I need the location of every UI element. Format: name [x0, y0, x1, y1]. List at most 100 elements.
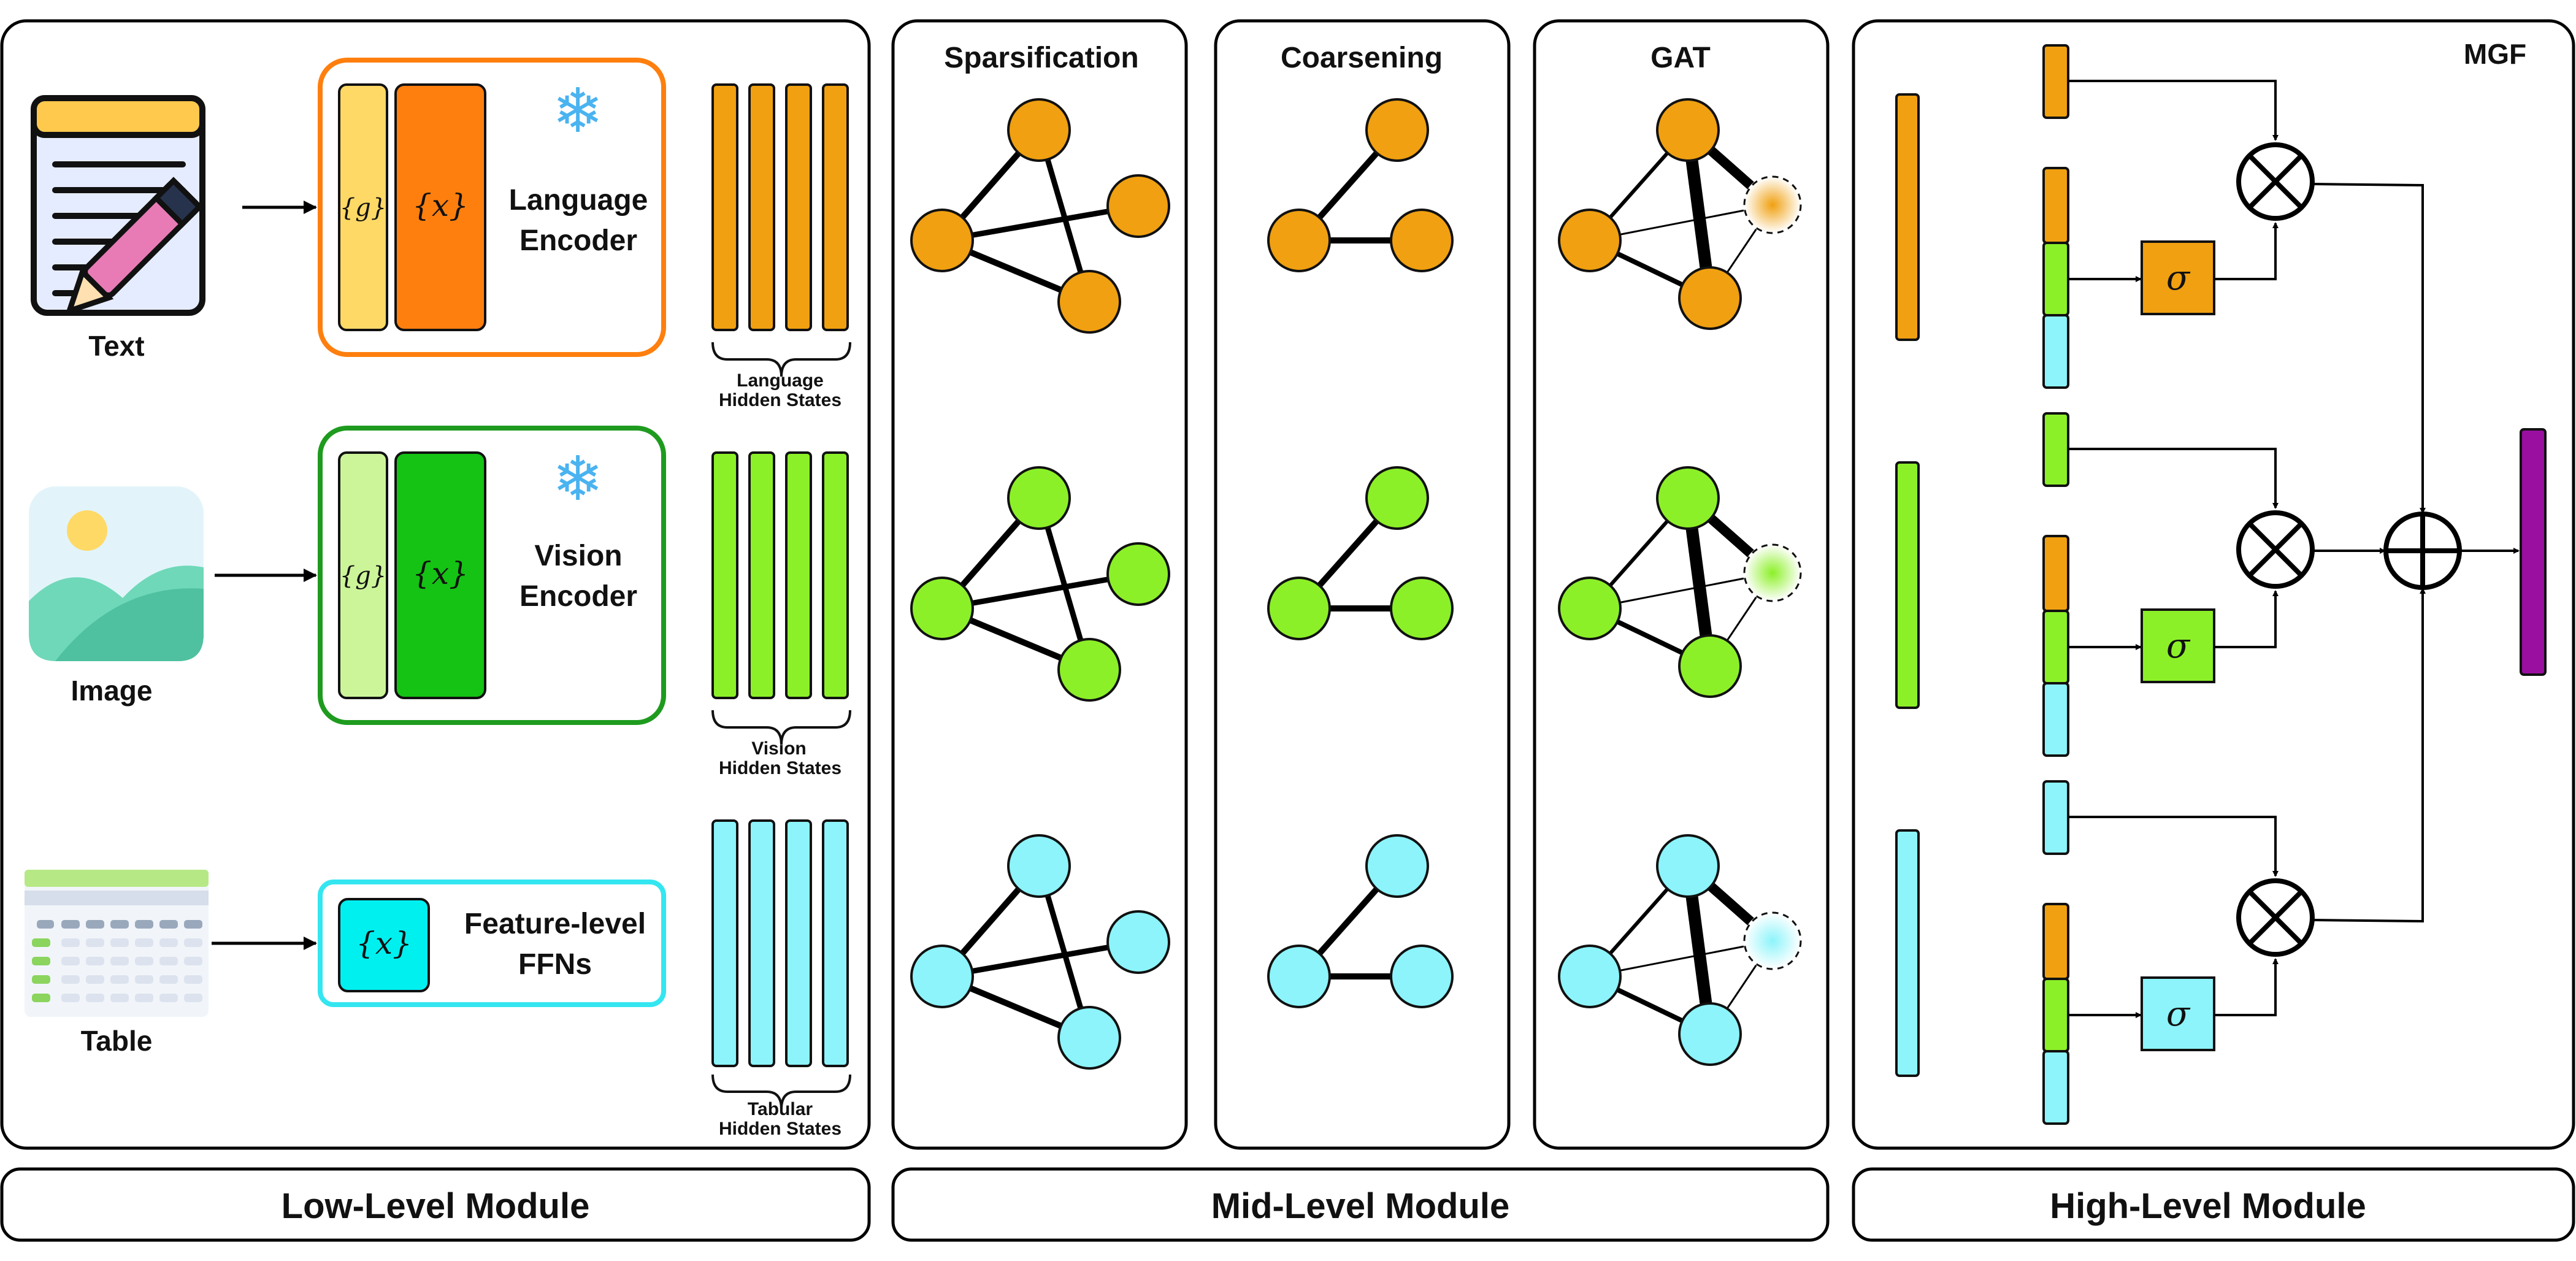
arrow-to-multiply — [2068, 816, 2279, 877]
encoder-name-line2: FFNs — [518, 948, 592, 981]
otimes-icon — [2236, 878, 2315, 957]
stack-segment-vision — [2042, 242, 2069, 316]
graph-edge — [941, 939, 1139, 979]
g-symbol: {g} — [340, 194, 387, 222]
hidden-states-label-line1: Language — [737, 370, 824, 391]
gat-panel — [1533, 19, 1830, 1150]
sigma-gate — [2141, 608, 2215, 683]
table-icon — [25, 870, 209, 1017]
g-symbol: {g} — [340, 562, 387, 590]
x-symbol: {x} — [412, 188, 469, 223]
hidden-states-label-line1: Tabular — [748, 1099, 813, 1119]
graph-node — [1267, 945, 1331, 1008]
stack-segment-vision — [2042, 978, 2069, 1052]
hidden-states-label-line2: Hidden States — [719, 1119, 841, 1139]
arrow-to-add — [2312, 183, 2426, 514]
gate-query-token — [2042, 412, 2069, 487]
graph-node — [1390, 577, 1454, 640]
arrow-to-multiply — [2068, 80, 2279, 141]
arrow-to-multiply — [2068, 448, 2279, 509]
high-level-module-label: High-Level Module — [2050, 1186, 2366, 1226]
graph-node — [1365, 98, 1429, 162]
graph-node — [1558, 577, 1622, 640]
mid-level-module-bar — [891, 1167, 1830, 1242]
graph-node — [1106, 910, 1170, 974]
modality-embedding — [1895, 461, 1920, 709]
encoder-name-line2: Encoder — [519, 580, 637, 613]
graph-node — [1267, 209, 1331, 272]
graph-node — [910, 209, 974, 272]
sigma-symbol: σ — [2166, 258, 2191, 298]
sigma-symbol: σ — [2166, 626, 2191, 666]
mgf-gate-tabular: σ — [1895, 588, 2426, 1125]
mgf-gate-language: σ — [1895, 44, 2426, 514]
gat-graph-language — [1558, 98, 1802, 330]
stack-segment-tabular — [2042, 1050, 2069, 1125]
stack-segment-tabular — [2042, 682, 2069, 757]
vision-hidden-states: Vision Hidden States — [711, 451, 851, 778]
language-hidden-states: Language Hidden States — [711, 83, 851, 410]
graph-edge — [941, 571, 1139, 611]
sparsification-graph-tabular — [910, 834, 1170, 1070]
image-icon — [29, 486, 204, 661]
gate-query-token — [2042, 44, 2069, 119]
aggregated-node-glow — [1743, 911, 1802, 970]
encoder-name-line1: Language — [509, 184, 648, 217]
graph-node — [1365, 466, 1429, 530]
encoder-name-line2: Encoder — [519, 224, 637, 257]
gat-graph-vision — [1558, 466, 1802, 698]
graph-node — [910, 577, 974, 640]
graph-node — [1656, 834, 1720, 898]
stack-segment-language — [2042, 903, 2069, 980]
graph-node — [1390, 209, 1454, 272]
input-label-text: Text — [88, 330, 144, 362]
x-symbol: {x} — [356, 926, 412, 961]
graph-node — [1106, 174, 1170, 238]
graph-node — [1390, 945, 1454, 1008]
multiply-cross-b — [2248, 154, 2303, 209]
graph-node — [1106, 542, 1170, 606]
coarsening-graph-vision — [1267, 466, 1454, 640]
fused-representation — [2520, 428, 2547, 676]
aggregated-node-glow — [1743, 175, 1802, 234]
sigma-gate — [2141, 240, 2215, 315]
graph-node — [1007, 98, 1071, 162]
graph-node — [1678, 634, 1742, 698]
graph-node — [1007, 466, 1071, 530]
stack-segment-tabular — [2042, 314, 2069, 389]
graph-node — [1057, 638, 1121, 702]
mgf-title: MGF — [2464, 38, 2526, 70]
arrow-to-add — [2312, 588, 2426, 923]
modality-embedding — [1895, 93, 1920, 341]
mid-level-module-label: Mid-Level Module — [1211, 1186, 1510, 1226]
snowflake-icon: ❄ — [552, 443, 604, 515]
low-level-module-label: Low-Level Module — [282, 1186, 590, 1226]
graph-node — [1267, 577, 1331, 640]
graph-node — [1678, 1002, 1742, 1066]
sparsification-graph-vision — [910, 466, 1170, 702]
graph-node — [1678, 266, 1742, 330]
sparsification-graph-language — [910, 98, 1170, 334]
multiply-cross-b — [2248, 522, 2303, 577]
graph-node — [1057, 1006, 1121, 1070]
modality-embedding — [1895, 829, 1920, 1077]
stack-segment-language — [2042, 167, 2069, 244]
graph-node — [1558, 209, 1622, 272]
graph-node — [1007, 834, 1071, 898]
hidden-states-label-line1: Vision — [751, 738, 806, 759]
graph-node — [1656, 98, 1720, 162]
otimes-icon — [2236, 510, 2315, 589]
language-encoder: {g} {x} ❄ Language Encoder — [318, 58, 666, 357]
coarsening-panel — [1214, 19, 1511, 1150]
multiply-cross-b — [2248, 890, 2303, 945]
x-symbol: {x} — [412, 556, 469, 591]
gat-graph-tabular — [1558, 834, 1802, 1066]
graph-node — [1365, 834, 1429, 898]
low-level-module-bar — [0, 1167, 871, 1242]
gate-query-token — [2042, 780, 2069, 855]
graph-edge — [941, 203, 1139, 243]
tabular-hidden-states: Tabular Hidden States — [711, 819, 851, 1139]
mgf-gate-vision: σ — [1895, 412, 2386, 757]
sigma-symbol: σ — [2166, 994, 2191, 1034]
